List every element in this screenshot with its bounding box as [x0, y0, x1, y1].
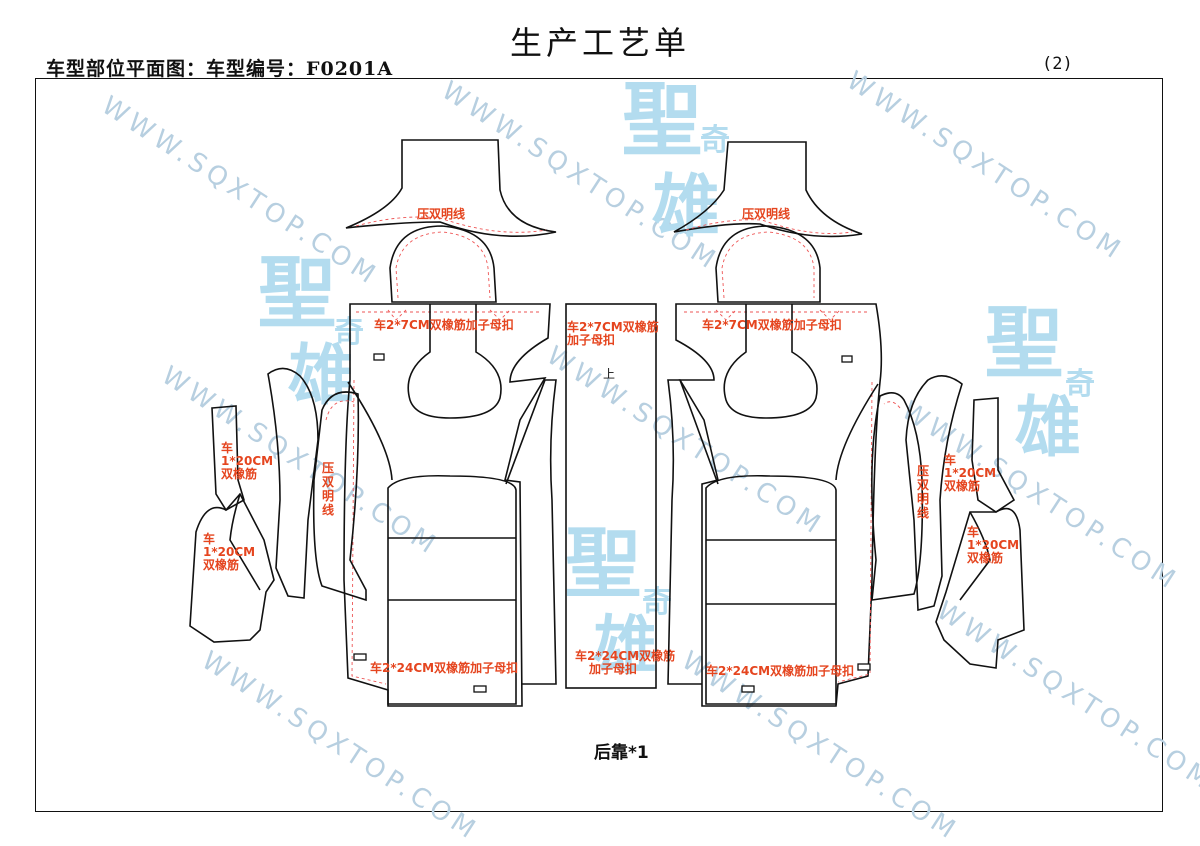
small-label: 双橡筋: [944, 478, 980, 493]
brand-watermark: 聖 雄 奇: [565, 519, 672, 684]
model-line: 车型部位平面图：车型编号：F0201A: [46, 58, 394, 80]
elastic-label: 车2*7CM双橡筋加子母扣: [374, 317, 514, 332]
brand-char: 奇: [1065, 367, 1095, 402]
snap-slot: [857, 663, 871, 671]
side-topstitch-char: 压: [322, 461, 334, 475]
watermark-text: WWW.SQXTOP.COM: [96, 91, 384, 293]
left-outer-strip: [267, 367, 319, 599]
side-topstitch-char: 压: [917, 464, 929, 478]
snap-slot: [473, 685, 487, 693]
brand-char: 聖: [258, 248, 336, 339]
side-topstitch-char: 线: [322, 502, 334, 517]
topstitch-label: 压双明线: [417, 206, 465, 221]
brand-char: 雄: [593, 609, 657, 684]
small-label: 1*20CM: [203, 545, 255, 559]
brand-watermark: 聖 雄 奇: [622, 73, 730, 247]
right-headrest-flap: 压双明线: [673, 141, 863, 238]
brand-char: 聖: [985, 298, 1063, 389]
right-headrest-cap: [715, 225, 821, 303]
elastic-label: 车2*7CM双橡筋加子母扣: [702, 317, 842, 332]
brand-char: 奇: [700, 123, 730, 158]
watermark-text: WWW.SQXTOP.COM: [196, 646, 484, 846]
topstitch-label: 压双明线: [742, 206, 790, 221]
center-elastic-label: 车2*7CM双橡筋: [567, 319, 659, 334]
small-label: 1*20CM: [944, 466, 996, 480]
document-title: 生产工艺单: [509, 24, 690, 62]
left-headrest-flap: 压双明线: [345, 139, 557, 238]
brand-char: 奇: [334, 315, 364, 350]
small-label: 双橡筋: [967, 550, 1003, 565]
up-mark: 上: [603, 367, 615, 381]
left-wing-piece-upper: 车 1*20CM 双橡筋: [211, 405, 273, 512]
snap-slot: [373, 353, 385, 361]
side-topstitch-char: 明: [917, 492, 929, 506]
small-label: 双橡筋: [221, 466, 257, 481]
drawing-frame: [35, 78, 1163, 812]
left-headrest-cap: [389, 225, 497, 303]
brand-char: 聖: [622, 73, 702, 167]
center-strip-outline: [565, 303, 657, 689]
small-label: 1*20CM: [967, 538, 1019, 552]
small-label: 双橡筋: [203, 557, 239, 572]
left-back-panel: 车2*7CM双橡筋加子母扣 车2*24CM双橡筋加子母扣: [343, 303, 557, 707]
center-elastic-label: 加子母扣: [588, 661, 637, 676]
brand-char: 雄: [1015, 388, 1081, 466]
part-quantity-label: 后靠*1: [594, 742, 649, 763]
snap-slot: [841, 355, 853, 363]
watermark-text: WWW.SQXTOP.COM: [931, 596, 1200, 798]
elastic-label: 车2*24CM双橡筋加子母扣: [370, 660, 518, 675]
page-number: (2): [1042, 54, 1073, 74]
side-topstitch-char: 双: [917, 478, 929, 492]
small-label: 车: [203, 531, 215, 546]
center-strip: 车2*7CM双橡筋 加子母扣 上 车2*24CM双橡筋 加子母扣: [565, 303, 675, 689]
small-label: 车: [221, 440, 233, 455]
watermark-text: WWW.SQXTOP.COM: [541, 341, 829, 543]
elastic-label: 车2*24CM双橡筋加子母扣: [706, 663, 854, 678]
right-wing-piece-upper: 车 1*20CM 双橡筋: [944, 397, 1016, 513]
right-wing-piece-lower: 车 1*20CM 双橡筋: [935, 507, 1025, 669]
brand-char: 奇: [642, 585, 672, 620]
watermark-text: WWW.SQXTOP.COM: [841, 66, 1129, 268]
small-label: 1*20CM: [221, 454, 273, 468]
brand-char: 聖: [565, 519, 641, 608]
side-topstitch-char: 明: [322, 489, 334, 503]
side-topstitch-char: 线: [917, 505, 929, 520]
right-outer-strip: [905, 375, 963, 612]
small-label: 车: [967, 524, 979, 539]
snap-slot: [353, 653, 367, 661]
brand-watermark: 聖 雄 奇: [258, 248, 364, 414]
snap-slot: [741, 685, 755, 693]
left-side-bolster: 压 双 明 线: [312, 391, 367, 602]
center-elastic-label: 车2*24CM双橡筋: [575, 648, 675, 663]
side-topstitch-char: 双: [322, 475, 334, 489]
center-elastic-label: 加子母扣: [566, 332, 615, 347]
brand-watermark: 聖 雄 奇: [985, 298, 1095, 466]
right-side-bolster: 压 双 明 线: [871, 392, 929, 601]
small-label: 车: [944, 452, 956, 467]
left-wing-piece-lower: 车 1*20CM 双橡筋: [189, 492, 275, 643]
